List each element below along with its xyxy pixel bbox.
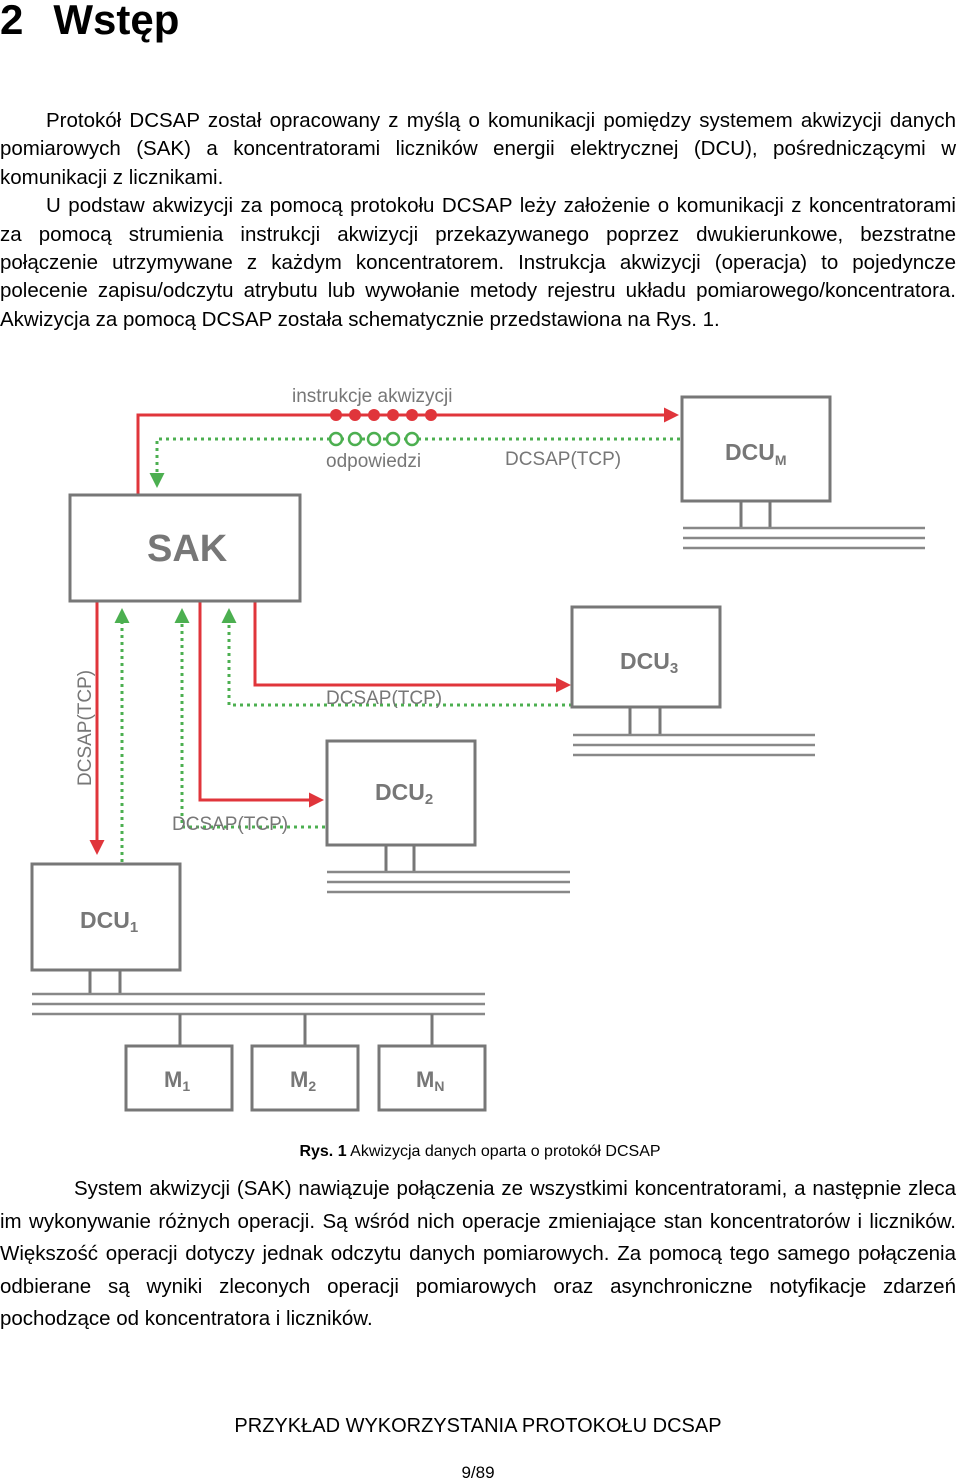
section-title: Wstęp: [53, 0, 180, 43]
body-paragraph-1: System akwizycji (SAK) nawiązuje połącze…: [0, 1177, 956, 1331]
dcsap-diagram: instrukcje akwizycji odpowiedzi DCSAP(TC…: [30, 386, 925, 1112]
m2-label: M: [290, 1067, 308, 1092]
caption-label: Rys.: [299, 1143, 334, 1160]
intro-paragraph-1: Protokół DCSAP został opracowany z myślą…: [0, 109, 956, 189]
response-line-dcu-m: [149, 437, 680, 488]
caption-number: 1: [337, 1143, 347, 1160]
mn-label: M: [416, 1067, 434, 1092]
m1-label: M: [164, 1067, 182, 1092]
svg-text:MN: MN: [416, 1067, 444, 1094]
request-line-dcu-3: [253, 601, 571, 693]
sak-label: SAK: [147, 528, 228, 570]
dcu-3-label: DCU: [620, 648, 670, 674]
meter-m1: M1: [124, 1014, 234, 1112]
dcu-1-subscript: 1: [130, 919, 138, 936]
dcu-3-node: DCU3: [570, 605, 815, 757]
sak-box: [68, 493, 302, 603]
request-line-dcu-2: [198, 601, 324, 808]
request-lines: [89, 407, 679, 855]
label-proto-top: DCSAP(TCP): [505, 449, 621, 470]
dcu-3-subscript: 3: [670, 660, 678, 677]
svg-text:DCU2: DCU2: [375, 779, 433, 808]
dcu-m-label: DCU: [725, 439, 775, 465]
label-proto-low: DCSAP(TCP): [172, 814, 288, 835]
body-text: System akwizycji (SAK) nawiązuje połącze…: [0, 1173, 956, 1336]
dcu-1-node: DCU1: [30, 862, 485, 1016]
m2-subscript: 2: [308, 1078, 316, 1094]
response-line-dcu-3: [221, 608, 572, 707]
label-proto-vertical: DCSAP(TCP): [75, 670, 96, 786]
svg-text:DCU1: DCU1: [80, 907, 138, 936]
request-dots: [330, 409, 437, 421]
dcu-1-label: DCU: [80, 907, 130, 933]
caption-text: Akwizycja danych oparta o protokół DCSAP: [350, 1143, 661, 1160]
request-line-dcu-m: [136, 407, 679, 495]
intro-paragraph-2: U podstaw akwizycji za pomocą protokołu …: [0, 194, 956, 331]
m1-subscript: 1: [182, 1078, 190, 1094]
label-responses: odpowiedzi: [326, 451, 421, 472]
svg-text:M2: M2: [290, 1067, 316, 1094]
response-line-dcu-2: [174, 608, 325, 829]
footer-title: PRZYKŁAD WYKORZYSTANIA PROTOKOŁU DCSAP: [234, 1415, 722, 1437]
dcu-m-subscript: M: [775, 452, 787, 468]
meter-m2: M2: [250, 1014, 360, 1112]
response-dots: [328, 431, 420, 447]
mn-subscript: N: [434, 1078, 444, 1094]
dcu-2-label: DCU: [375, 779, 425, 805]
response-lines: [114, 437, 680, 862]
meter-mn: MN: [377, 1014, 487, 1112]
label-proto-mid: DCSAP(TCP): [326, 688, 442, 709]
dcu-2-subscript: 2: [425, 791, 433, 808]
label-instructions: instrukcje akwizycji: [292, 386, 452, 407]
figure-caption: Rys. 1 Akwizycja danych oparta o protokó…: [0, 1143, 960, 1161]
dcu-2-node: DCU2: [325, 739, 570, 894]
section-number: 2: [0, 0, 24, 43]
svg-text:DCUM: DCUM: [725, 439, 787, 468]
svg-text:M1: M1: [164, 1067, 190, 1094]
intro-text: Protokół DCSAP został opracowany z myślą…: [0, 107, 956, 334]
dcu-m-node: DCUM: [680, 395, 925, 550]
svg-text:DCU3: DCU3: [620, 648, 678, 677]
page-number: 9/89: [461, 1463, 495, 1482]
section-heading: 2 Wstęp: [0, 0, 179, 44]
